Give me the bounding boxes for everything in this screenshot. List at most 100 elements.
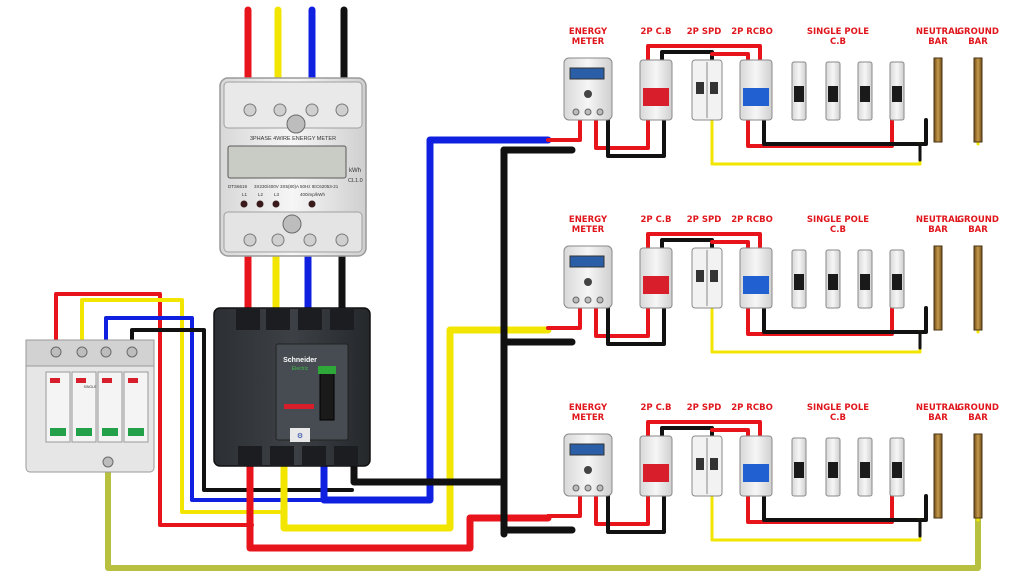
p3-sp-cb-toggle-3	[860, 462, 870, 478]
mccb-top-terminals	[236, 308, 354, 330]
spd-brand: SINGLE	[84, 385, 98, 389]
label-meter-2: METER	[572, 225, 605, 235]
p3-cb-toggle	[643, 464, 669, 482]
label-rcbo-1: 2P RCBO	[731, 215, 773, 225]
p1-wire-black-cb	[606, 116, 666, 158]
p1-ground-bar	[973, 57, 983, 143]
label-sp-2: C.B	[830, 413, 846, 423]
label-cb2p-1: 2P C.B	[640, 27, 671, 37]
p3-meter-terminal	[572, 484, 580, 492]
p3-wire-red-top	[646, 420, 762, 438]
p2-wire-black-top	[660, 238, 714, 250]
label-sp-1: SINGLE POLE	[807, 403, 869, 413]
label-sp-2: C.B	[830, 37, 846, 47]
four-pole-surge-protector: SINGLE	[25, 339, 155, 473]
p1-meter-led	[584, 90, 592, 98]
p2-neutral-bar	[933, 245, 943, 331]
meter-leds	[240, 200, 316, 208]
p1-meter-terminal	[584, 108, 592, 116]
wire-ground	[105, 467, 981, 571]
p3-rcbo-toggle	[743, 464, 769, 482]
label-ground-1: GROUND	[957, 27, 999, 37]
mccb-sub: Electric	[292, 366, 309, 372]
p3-sp-cb-toggle-2	[828, 462, 838, 478]
p3-wire-red-spd	[710, 428, 750, 438]
panel-wiring	[546, 44, 980, 542]
p1-cb-toggle	[643, 88, 669, 106]
p2-cb-toggle	[643, 276, 669, 294]
p3-sp-cb-toggle-1	[794, 462, 804, 478]
p3-wire-red-in	[546, 492, 582, 518]
p2-wire-black-n	[762, 306, 928, 334]
label-meter-2: METER	[572, 413, 605, 423]
meter-term-l2: L2	[258, 192, 264, 197]
label-ground-1: GROUND	[957, 215, 999, 225]
terminal-screws-bottom	[243, 214, 349, 247]
p3-meter-terminal	[584, 484, 592, 492]
label-rcbo-1: 2P RCBO	[731, 403, 773, 413]
p1-neutral-bar	[933, 57, 943, 143]
main-wiring	[54, 6, 981, 571]
p2-wire-red-top	[646, 232, 762, 250]
label-neutral-1: NEUTRAL	[916, 215, 961, 225]
meter-unit: kWh	[349, 168, 361, 174]
label-spd2p-1: 2P SPD	[687, 215, 722, 225]
label-neutral-2: BAR	[928, 413, 948, 423]
p3-wire-red-cb	[594, 492, 650, 526]
p2-sp-cb-toggle-4	[892, 274, 902, 290]
mccb-brand: Schneider	[283, 357, 317, 364]
p3-wire-black-n	[762, 494, 928, 522]
label-ground-2: BAR	[968, 37, 988, 47]
main-circuit-breaker: Schneider Electric ⚙	[213, 307, 371, 467]
p1-spd-window-l	[696, 82, 704, 94]
p1-wire-red-in	[546, 116, 582, 142]
p3-wire-black-top	[660, 426, 714, 438]
p1-sp-cb-toggle-4	[892, 86, 902, 102]
wire-red-spd	[54, 292, 254, 527]
wire-blue-spd	[104, 316, 324, 502]
p2-meter-led	[584, 278, 592, 286]
terminal-screws-top	[243, 103, 349, 134]
p2-meter-terminal	[584, 296, 592, 304]
label-neutral-2: BAR	[928, 225, 948, 235]
p1-meter-terminal	[572, 108, 580, 116]
spd-modules	[45, 371, 149, 443]
meter-title: 3PHASE 4WIRE ENERGY METER	[250, 136, 336, 142]
label-ground-2: BAR	[968, 413, 988, 423]
label-sp-1: SINGLE POLE	[807, 215, 869, 225]
label-cb2p-1: 2P C.B	[640, 215, 671, 225]
label-sp-2: C.B	[830, 225, 846, 235]
p2-sp-cb-toggle-3	[860, 274, 870, 290]
p2-meter-terminal	[572, 296, 580, 304]
p2-wire-red-in	[546, 304, 582, 330]
label-spd2p-1: 2P SPD	[687, 403, 722, 413]
p2-wire-red-spd	[710, 240, 750, 250]
p1-wire-black-top	[660, 50, 714, 62]
p3-ground-bar	[973, 433, 983, 519]
meter-spec: 3X230/400V 3X5(80)A 50Hz IEC62053-21	[254, 184, 339, 189]
meter-term-l1: L1	[242, 192, 248, 197]
p1-sp-cb-toggle-1	[794, 86, 804, 102]
label-ground-1: GROUND	[957, 403, 999, 413]
label-neutral-1: NEUTRAL	[916, 27, 961, 37]
p1-sp-cb-toggle-2	[828, 86, 838, 102]
p3-spd-window-r	[710, 458, 718, 470]
meter-display	[227, 145, 347, 179]
label-rcbo-1: 2P RCBO	[731, 27, 773, 37]
p1-rcbo-toggle	[743, 88, 769, 106]
p2-spd-window-l	[696, 270, 704, 282]
meter-class: CL1.0	[348, 178, 363, 184]
label-sp-1: SINGLE POLE	[807, 27, 869, 37]
p1-meter-terminal	[596, 108, 604, 116]
label-cb2p-1: 2P C.B	[640, 403, 671, 413]
svg-text:⚙: ⚙	[297, 432, 303, 440]
wire-yellow-out	[280, 326, 552, 532]
p1-wire-red-spd	[710, 52, 750, 62]
p3-wire-black-cb	[606, 492, 666, 534]
wire-red-out	[246, 451, 552, 552]
